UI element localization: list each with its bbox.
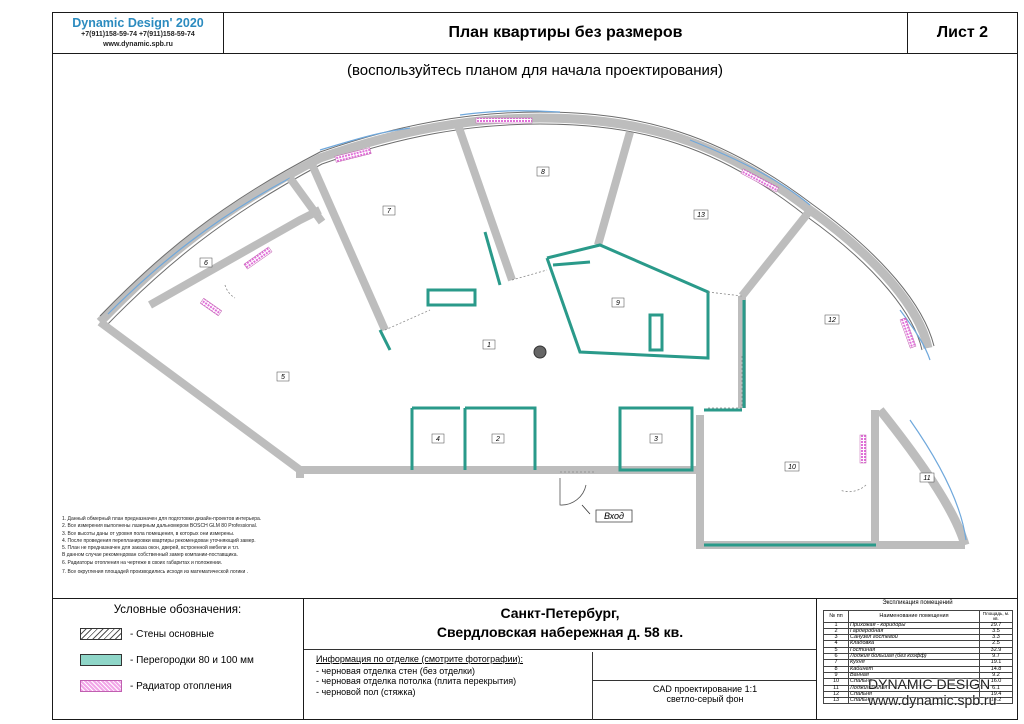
legend-walls: - Стены основные [80,628,214,640]
cad-text: CAD проектирование 1:1 светло-серый фон [593,680,817,704]
table-cell: 6.1 [979,684,1013,692]
header-cell: Площадь, м. кв. [979,610,1013,623]
floor-plan: Вход 1 2 3 4 5 6 7 8 9 10 11 12 13 [96,110,970,549]
inner-walls [97,123,965,549]
finish-item: - черновой пол (стяжка) [316,686,416,697]
legend-partitions-label: - Перегородки 80 и 100 мм [130,654,254,666]
room-number: 2 [495,436,500,443]
column [533,345,547,359]
watermark-line2: www.dynamic.spb.ru [868,692,997,708]
cad-info: CAD проектирование 1:1 светло-серый фон [592,652,817,720]
room-number: 8 [541,169,545,176]
address: Санкт-Петербург, Свердловская набережная… [304,598,816,650]
finish-item: - черновая отделка стен (без отделки) [316,665,475,676]
windows [107,110,967,541]
outer-wall [96,113,970,547]
table-cell: 16.0 [979,678,1013,686]
entrance-label-box [595,509,633,523]
logo-phones: +7(911)158-59-74 +7(911)158-59-74 [81,31,195,38]
explication-table: № пп Наименование помещения Площадь, м. … [823,610,1013,705]
radiators [199,117,917,464]
legend-radiator: - Радиатор отопления [80,680,232,692]
radiator-swatch [80,680,122,692]
legend-walls-label: - Стены основные [130,628,215,640]
room-number: 10 [788,464,796,471]
note-line: 2. Все измерения выполнены лазерным даль… [62,523,258,530]
header-cell: № пп [823,610,849,623]
legend-title: Условные обозначения: [113,604,242,616]
header-cell: Наименование помещения [848,610,980,623]
address-city: Санкт-Петербург, [500,605,620,621]
note-line: 1. Данный обмерный план предназначен для… [62,516,262,522]
logo-title: Dynamic Design' 2020 [72,16,204,30]
legend: Условные обозначения: - Стены основные -… [52,598,304,720]
note-line: 4. После проведения перепланировки кварт… [62,537,256,544]
entrance-arrow [581,504,591,515]
legend-radiator-label: - Радиатор отопления [130,680,232,692]
room-number: 9 [616,300,620,307]
sheet-number: Лист 2 [908,12,1018,54]
note-line: 5. План не предназначен для заказа окон,… [62,545,240,552]
page-subtitle: (воспользуйтесь планом для начала проект… [346,62,724,79]
wall-swatch [80,628,122,640]
watermark: DYNAMIC DESIGN www.dynamic.spb.ru [868,676,996,708]
cad-line2: светло-серый фон [666,694,744,704]
room-number: 12 [828,317,836,324]
note-line: 7. Все округления площадей производились… [62,569,249,576]
title-block [52,598,1018,720]
note-line: 6. Радиаторы отопления на чертеже в свои… [62,559,223,566]
table-cell: 14.2 [979,697,1013,705]
room-number: 1 [487,342,491,349]
room-number: 5 [281,374,285,381]
notes: 1. Данный обмерный план предназначен для… [62,516,362,576]
note-line: В данном случае рекомендован собственный… [62,552,238,559]
watermark-line1: DYNAMIC DESIGN [868,676,991,692]
room-number: 7 [387,208,392,215]
entrance-label: Вход [604,511,624,521]
explication: Экспликация помещений № пп Наименование … [816,598,1018,720]
room-number: 13 [697,212,705,219]
table-cell: 13 [823,697,849,705]
table-header: № пп Наименование помещения Площадь, м. … [823,610,1013,623]
door-openings [224,269,867,493]
room-number: 6 [204,260,208,267]
cad-line1: CAD проектирование 1:1 [652,684,758,694]
finish-item: - черновая отделка потолка (плита перекр… [316,676,517,686]
finish-info: Информация по отделке (смотрите фотограф… [316,654,586,697]
room-number: 4 [436,436,440,443]
address-street: Свердловская набережная д. 58 кв. [436,624,684,640]
partitions [378,231,876,547]
logo-box: Dynamic Design' 2020 +7(911)158-59-74 +7… [52,12,224,54]
entrance-door [559,478,587,506]
finish-heading: Информация по отделке (смотрите фотограф… [316,654,524,664]
explication-title: Экспликация помещений [882,600,953,606]
room-number: 11 [923,475,930,482]
note-line: 3. Все высоты даны от уровня пола помеще… [62,530,235,537]
logo-site: www.dynamic.spb.ru [103,41,173,48]
legend-partitions: - Перегородки 80 и 100 мм [80,654,254,666]
table-cell: 19.4 [979,690,1013,699]
page-title: План квартиры без размеров [224,12,908,54]
room-numbers: 1 2 3 4 5 6 7 8 9 10 11 12 13 [199,166,935,483]
partition-swatch [80,654,122,666]
room-number: 3 [654,436,658,443]
table-cell: 9.2 [979,671,1013,680]
